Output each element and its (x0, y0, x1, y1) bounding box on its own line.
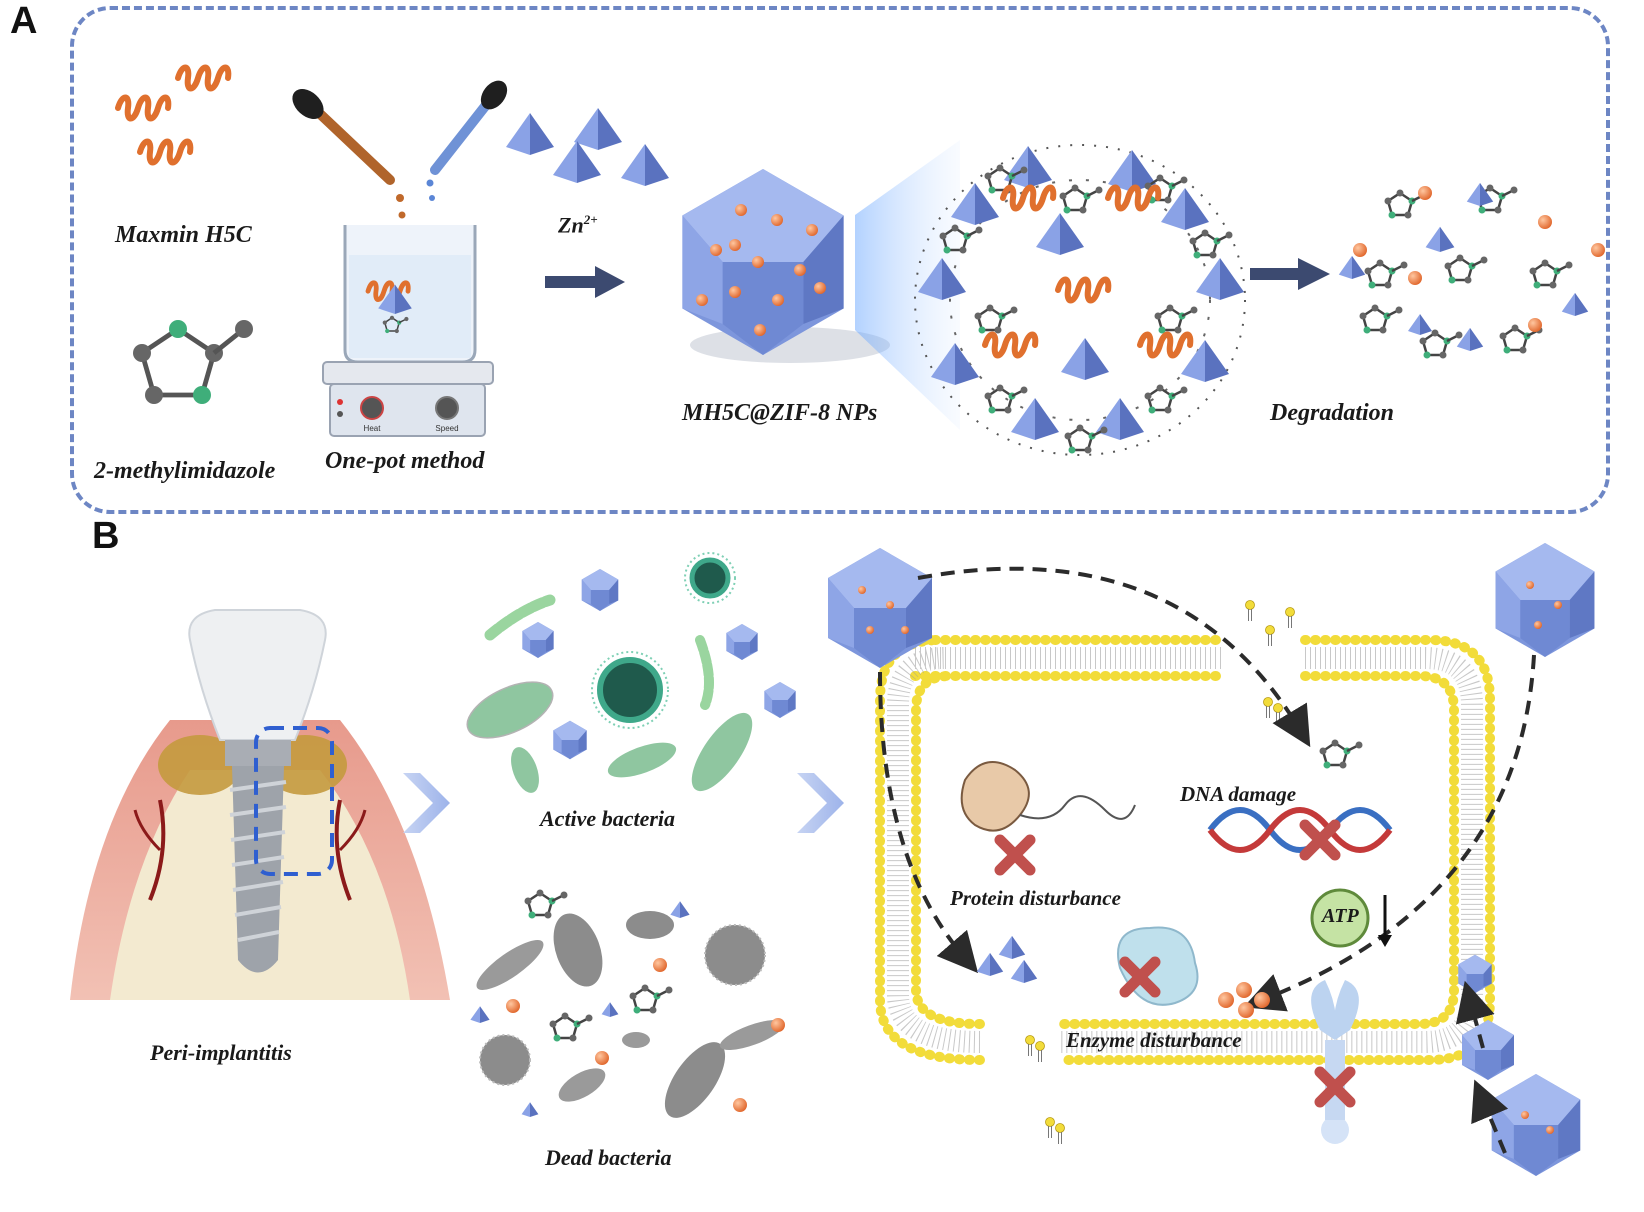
chevron-right-icon (403, 773, 450, 833)
active-bacteria-label: Active bacteria (540, 806, 676, 831)
heat-label: Heat (364, 424, 382, 433)
released-ligand-icon (1318, 738, 1364, 770)
pathway-arrows (878, 566, 1536, 1154)
nanoparticle-bottom-right (1491, 1074, 1581, 1176)
panel-a-frame (70, 6, 1610, 514)
nanoparticle-payload-dots (696, 204, 826, 336)
atp-badge (1310, 888, 1392, 948)
arrow-right-icon (545, 266, 625, 298)
zif8-framework-structure (914, 144, 1246, 456)
2-methylimidazole-label: 2-methylimidazole (94, 458, 276, 484)
zinc-ion-label: Zn2+ (558, 212, 598, 238)
peri-implantitis-label: Peri-implantitis (150, 1040, 292, 1065)
2-methylimidazole-molecule (133, 320, 253, 404)
peri-implantitis-illustration (70, 609, 450, 1000)
degradation-products (1338, 182, 1605, 360)
nanoparticle-in-membrane (1462, 1020, 1514, 1080)
zoom-beam (855, 140, 960, 430)
dna-damage-label: DNA damage (1180, 782, 1297, 806)
dropper-right-icon (426, 80, 508, 201)
enzyme-disturbance-label: Enzyme disturbance (1066, 1028, 1242, 1052)
dead-bacteria-cluster (470, 888, 785, 1118)
nanoparticle-label: MH5C@ZIF-8 NPs (682, 400, 878, 426)
panel-b-letter: B (92, 515, 120, 557)
inner-payload-dots (1218, 982, 1270, 1018)
maxmin-h5c-peptides (118, 68, 240, 163)
crystal-payload-dots (858, 581, 1562, 1134)
protein-icon (960, 761, 1136, 832)
atp-label: ATP (1322, 905, 1359, 927)
protein-disturbance-label: Protein disturbance (950, 886, 1121, 910)
inner-zinc-pyramids (976, 935, 1038, 983)
inhibition-x-icons (994, 819, 1356, 1108)
nanoparticle-outside-left (828, 548, 932, 668)
maxmin-h5c-label: Maxmin H5C (115, 222, 252, 248)
zinc-ion-pyramids (506, 108, 669, 186)
dna-icon (1207, 807, 1393, 853)
dropper-left-icon (292, 89, 406, 219)
dead-bacteria-label: Dead bacteria (545, 1145, 672, 1170)
speed-label: Speed (435, 424, 458, 433)
nanoparticle-outside-right (1495, 543, 1595, 657)
arrow-right-icon-2 (1250, 258, 1330, 290)
one-pot-method-label: One-pot method (325, 448, 485, 474)
panel-a-letter: A (10, 0, 38, 42)
zinc-charge: 2+ (583, 212, 598, 227)
degradation-label: Degradation (1270, 400, 1395, 426)
chevron-right-icon-2 (797, 773, 844, 833)
beaker-icon (343, 225, 477, 364)
stirrer-icon (322, 361, 494, 437)
zinc-symbol: Zn (558, 212, 584, 238)
active-bacteria-cluster (466, 552, 796, 793)
